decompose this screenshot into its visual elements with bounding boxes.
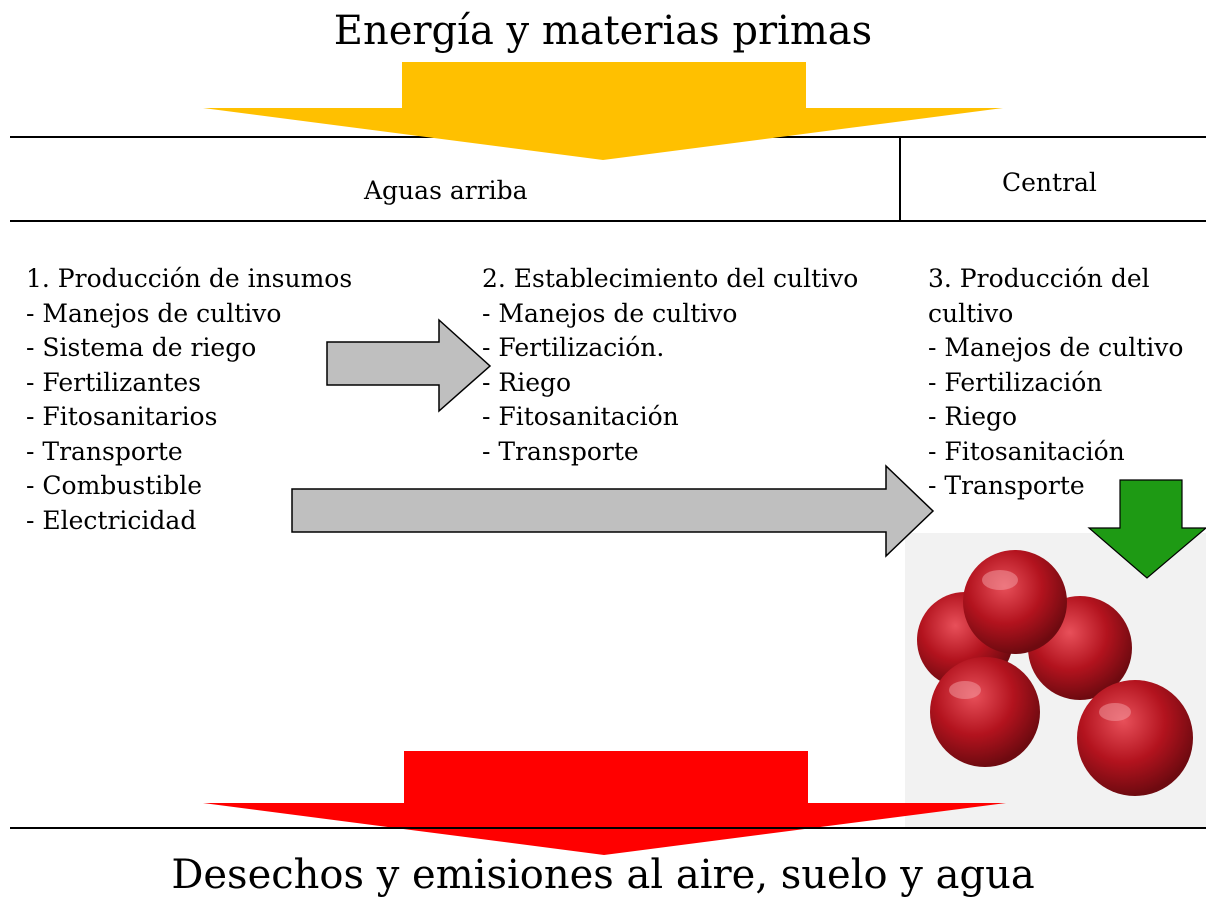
column-establishment: 2. Establecimiento del cultivo - Manejos… [482,262,858,469]
input-arrow [203,62,1003,160]
column-production: 3. Producción del cultivo - Manejos de c… [928,262,1183,504]
list-item: - Electricidad [26,505,197,535]
list-item: - Transporte [928,471,1085,500]
column-heading: 2. Establecimiento del cultivo [482,264,859,293]
list-item: - Riego [928,402,1018,431]
list-item: - Manejos de cultivo [928,333,1184,362]
list-item: - Fitosanitarios [26,402,218,431]
header-bottom-line [10,220,1206,222]
diagram-title-input: Energía y materias primas [333,8,873,54]
list-item: - Transporte [482,436,639,466]
list-item: - Manejos de cultivo [482,298,738,328]
fruit-group [917,550,1193,796]
bottom-line [10,827,1206,829]
list-item: - Sistema de riego [26,333,257,362]
column-heading: 3. Producción del [928,264,1150,293]
output-arrow [203,751,1006,855]
stage-label-upstream: Aguas arriba [364,176,528,205]
list-item: - Fertilización. [482,333,665,362]
fruit [930,657,1040,767]
column-heading: 1. Producción de insumos [26,264,353,293]
list-item: - Combustible [26,471,203,500]
product-arrow [1087,479,1206,579]
list-item: - Fitosanitación [928,436,1125,466]
fruit [1077,680,1193,796]
list-item: - Riego [482,367,572,397]
stage-label-central: Central [1002,168,1097,197]
flow-arrow-1-to-2 [326,318,492,413]
fruit [963,550,1067,654]
list-item: - Manejos de cultivo [26,298,282,328]
list-item: - Fertilizantes [26,367,201,397]
diagram-title-output: Desechos y emisiones al aire, suelo y ag… [171,852,1035,898]
list-item: - Fitosanitación [482,402,679,431]
column-inputs: 1. Producción de insumos - Manejos de cu… [26,262,352,538]
flow-arrow-1-to-3 [291,464,935,558]
column-heading-cont: cultivo [928,298,1014,328]
list-item: - Transporte [26,436,183,466]
header-divider [899,137,901,221]
list-item: - Fertilización [928,367,1103,397]
